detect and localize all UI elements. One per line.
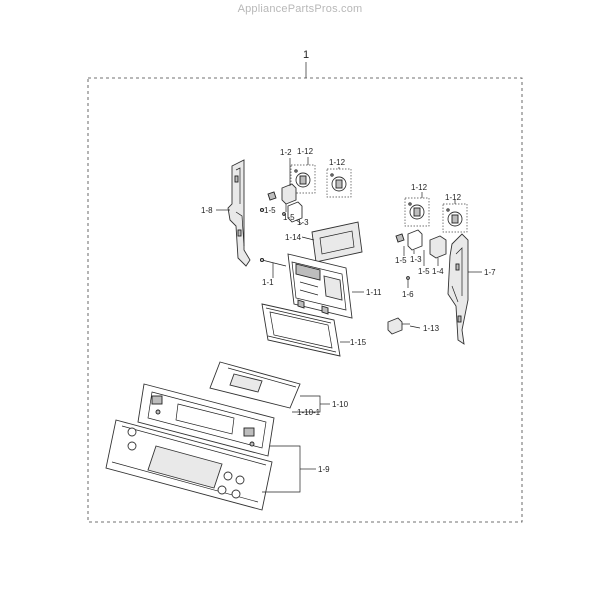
part-1-1-rod-end	[259, 257, 265, 263]
callout-1-12-b: 1-12	[329, 158, 346, 167]
part-1-1-rod	[261, 259, 287, 267]
callout-1-15: 1-15	[350, 338, 367, 347]
leader-1-13	[409, 325, 421, 329]
callout-1-10-1: 1-10-1	[297, 408, 321, 417]
callout-1-13: 1-13	[423, 324, 440, 333]
callout-1-11: 1-11	[366, 288, 382, 297]
callout-1-12-d: 1-12	[445, 193, 462, 202]
callout-1-4: 1-4	[432, 267, 444, 276]
callout-1-7: 1-7	[484, 268, 496, 277]
part-1-9-front-panel	[105, 419, 273, 511]
part-1-4-switch-right	[395, 229, 447, 280]
callout-1-3-b: 1-3	[410, 255, 422, 264]
callout-1-8: 1-8	[201, 206, 213, 215]
part-1-12-knob-group-left	[290, 164, 352, 198]
callout-1-3-a: 1-3	[297, 218, 309, 227]
callout-1-2: 1-2	[280, 148, 292, 157]
part-1-10-pcb	[209, 361, 301, 409]
assembly-frame	[87, 77, 523, 523]
part-control-frame	[137, 383, 275, 457]
callout-1-10: 1-10	[332, 400, 349, 409]
callout-1-5-b: 1-5	[283, 213, 295, 222]
part-1-15-gasket-frame	[261, 303, 341, 357]
part-1-11-board-housing	[287, 253, 353, 319]
part-1-2-switch-left	[259, 183, 303, 223]
callout-1-5-a: 1-5	[264, 206, 276, 215]
callout-1-1: 1-1	[262, 278, 274, 287]
part-1-7-right-bracket	[447, 233, 469, 345]
callout-1-12-c: 1-12	[411, 183, 428, 192]
callout-1-5-d: 1-5	[418, 267, 430, 276]
leader-1-14	[301, 236, 315, 241]
part-1-13-connector	[387, 317, 410, 335]
part-1-12-knob-group-right	[404, 197, 468, 233]
watermark: AppliancePartsPros.com	[237, 3, 363, 15]
callout-1-5-c: 1-5	[395, 256, 407, 265]
callout-1-9: 1-9	[318, 465, 330, 474]
callout-1-14: 1-14	[285, 233, 302, 242]
part-1-8-left-bracket	[227, 159, 251, 267]
callout-1-12-a: 1-12	[297, 147, 314, 156]
callout-1-6: 1-6	[402, 290, 414, 299]
assembly-label: 1	[303, 49, 309, 61]
leader-1-3-a	[295, 219, 303, 225]
part-1-14-display-window	[311, 221, 363, 263]
